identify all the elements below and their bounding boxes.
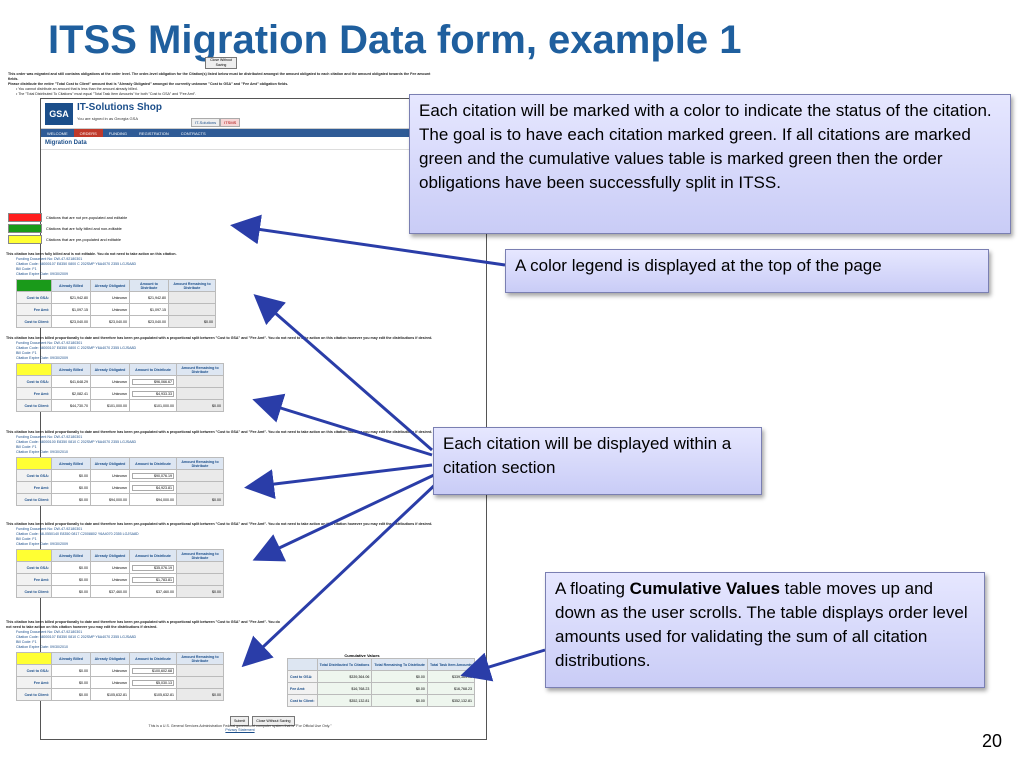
legend-red: Citations that are not pre-populated and…	[8, 209, 188, 223]
footer-notice: This is a U.S. General Services Administ…	[90, 724, 390, 732]
distribute-input[interactable]: $4,933.33	[132, 390, 174, 397]
nav-orders[interactable]: ORDERS	[73, 129, 103, 137]
status-color-yellow	[16, 652, 52, 665]
citation-section-4: This citation has been billed proportion…	[6, 522, 436, 598]
slide-title: ITSS Migration Data form, example 1	[48, 18, 742, 62]
intro-text: This order was migrated and still contai…	[8, 72, 438, 97]
main-nav: WELCOME ORDERS FUNDING REGISTRATION CONT…	[41, 129, 486, 137]
distribute-input[interactable]: $90,076.19	[132, 472, 174, 479]
legend-yellow: Citations that are pre-populated and edi…	[8, 231, 188, 245]
table-row: Cost to GSA:$339,364.06$0.00$339,364.06	[287, 670, 476, 683]
table-row: Cost to Client:$23,040.00$23,040.00$23,0…	[16, 315, 216, 328]
table-row: Cost to Client:$0.00$37,460.00$37,460.00…	[16, 585, 224, 598]
callout-citation-section: Each citation will be displayed within a…	[433, 427, 762, 495]
legend-swatch-yellow	[8, 235, 42, 245]
page-title: Migration Data	[41, 137, 486, 150]
close-without-saving-button-top[interactable]: Close Without Saving	[205, 57, 237, 69]
status-color-green	[16, 279, 52, 292]
nav-contracts[interactable]: CONTRACTS	[180, 131, 206, 136]
table-row: Fee Amt:$16,768.23$0.00$16,768.23	[287, 682, 476, 695]
legend-swatch-red	[8, 213, 42, 223]
page-number: 20	[981, 731, 1002, 751]
tab-itsms[interactable]: ITSMS	[220, 118, 241, 127]
bullet-2: • The "Total Distributed To Citations" m…	[16, 92, 197, 96]
citation-section-2: This citation has been billed proportion…	[6, 336, 436, 412]
callout-cumulative: A floating Cumulative Values table moves…	[545, 572, 985, 688]
nav-funding[interactable]: FUNDING	[108, 131, 128, 136]
bullet-1: • You cannot distribute an amount that i…	[16, 87, 138, 91]
distribute-input[interactable]: $96,066.67	[132, 378, 174, 385]
intro-paragraph-2: Please distribute the entire "Total Cost…	[8, 82, 289, 86]
distribute-input[interactable]: $35,076.19	[132, 564, 174, 571]
submit-button[interactable]: Submit	[230, 716, 250, 726]
distribute-input[interactable]: $1,783.81	[132, 576, 174, 583]
table-row: Cost to Client:$44,730.70$101,000.00$101…	[16, 399, 224, 412]
legend-green: Citations that are fully billed and non-…	[8, 220, 188, 234]
signed-in-text: You are signed in as Georgia GSA	[77, 116, 139, 121]
citation-section-5: This citation has been billed proportion…	[6, 620, 436, 701]
status-color-yellow	[16, 549, 52, 562]
table-row: Cost to Client:$352,132.81$0.00$352,132.…	[287, 694, 476, 707]
nav-welcome[interactable]: WELCOME	[47, 131, 68, 136]
cumulative-values-table: Cumulative Values Total Distributed To C…	[287, 653, 476, 707]
citation-section-1: This citation has been fully billed and …	[6, 252, 436, 328]
distribute-input[interactable]: $100,602.68	[132, 667, 174, 674]
citation-section-3: This citation has been billed proportion…	[6, 430, 436, 506]
distribute-input[interactable]: $5,030.13	[132, 679, 174, 686]
table-row: Cost to Client:$0.00$94,000.00$94,000.00…	[16, 493, 224, 506]
distribute-input[interactable]: $4,923.81	[132, 484, 174, 491]
close-without-saving-button[interactable]: Close Without Saving	[252, 716, 295, 726]
tab-it-solutions[interactable]: IT-Solutions	[191, 118, 221, 127]
shop-name: IT-Solutions Shop	[77, 102, 162, 113]
status-color-yellow	[16, 363, 52, 376]
privacy-link[interactable]: Privacy Statement	[225, 728, 255, 732]
table-row: Cost to Client:$0.00$105,632.81$105,632.…	[16, 688, 224, 701]
intro-paragraph-1: This order was migrated and still contai…	[8, 72, 431, 81]
callout-legend: A color legend is displayed at the top o…	[505, 249, 989, 293]
nav-registration[interactable]: REGISTRATION	[139, 131, 169, 136]
legend-swatch-green	[8, 224, 42, 234]
callout-status: Each citation will be marked with a colo…	[409, 94, 1011, 234]
status-color-yellow	[16, 457, 52, 470]
gsa-logo: GSA	[45, 103, 73, 125]
